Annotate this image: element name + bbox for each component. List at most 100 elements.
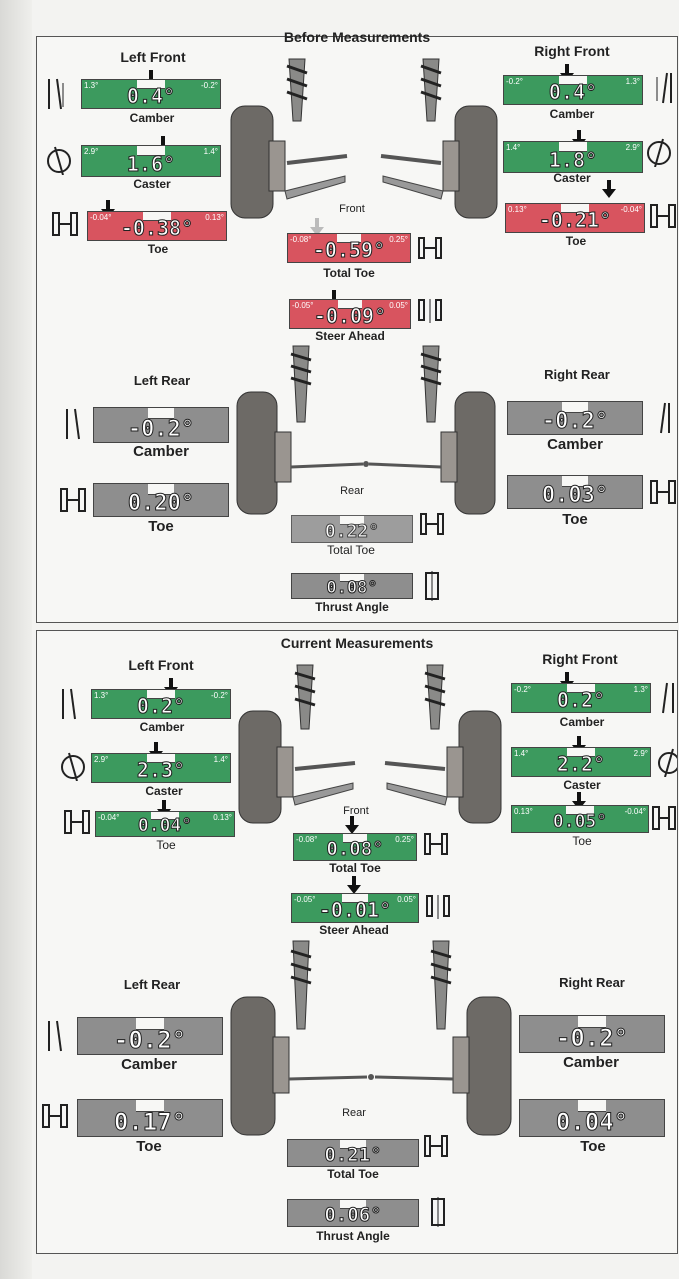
page-shadow — [0, 0, 32, 1279]
gauge-label: Toe — [148, 518, 174, 535]
left-rear-heading: Left Rear — [123, 977, 181, 992]
total-toe-icon — [423, 831, 449, 864]
camber-gauge: -0.2° — [93, 407, 229, 443]
gauge-label: Camber — [129, 111, 175, 125]
gauge-label: Camber — [139, 720, 185, 734]
toe-gauge: 0.13°-0.04°-0.21° — [505, 203, 645, 233]
gauge-value: 0.04° — [555, 1108, 629, 1137]
camber-gauge: -0.2°1.3°0.4° — [503, 75, 643, 105]
toe-icon — [649, 477, 677, 514]
thrust-angle-icon — [429, 1197, 447, 1232]
gauge-value: 0.4° — [126, 84, 176, 109]
camber-gauge: 1.3°-0.2°0.2° — [91, 689, 231, 719]
toe-gauge: -0.04°0.13°0.04° — [95, 811, 235, 837]
front-label: Front — [339, 203, 365, 215]
gauge-value: 0.2° — [556, 688, 606, 713]
gauge-value: -0.09° — [313, 304, 387, 329]
camber-icon — [45, 77, 67, 116]
gauge-value: 0.06° — [324, 1204, 382, 1227]
steer-ahead-gauge: -0.05°0.05°-0.01° — [291, 893, 419, 923]
gauge-value: -0.59° — [312, 238, 386, 263]
camber-icon — [45, 1019, 67, 1058]
front-label: Front — [343, 805, 369, 817]
gauge-value: -0.01° — [318, 898, 392, 923]
toe-icon — [59, 485, 87, 522]
gauge-value: 0.4° — [548, 80, 598, 105]
gauge-label: Thrust Angle — [316, 1229, 390, 1243]
gauge-value: 2.2° — [556, 752, 606, 777]
gauge-label: Camber — [121, 1056, 177, 1073]
gauge-label: Total Toe — [329, 861, 381, 875]
toe-icon — [651, 803, 677, 840]
caster-icon — [45, 145, 75, 180]
rear-label: Rear — [342, 1107, 366, 1119]
gauge-value: 0.17° — [113, 1108, 187, 1137]
pointer-arrow — [347, 876, 361, 894]
toe-gauge: -0.04°0.13°-0.38° — [87, 211, 227, 241]
rear-total-toe-gauge: 0.22° — [291, 515, 413, 543]
toe-icon — [41, 1101, 69, 1138]
gauge-label: Camber — [563, 1054, 619, 1071]
gauge-value: -0.2° — [555, 1024, 629, 1053]
caster-icon — [645, 137, 675, 172]
caster-gauge: 2.9°1.4°1.6° — [81, 145, 221, 177]
caster-gauge: 2.9°1.4°2.3° — [91, 753, 231, 783]
total-toe-gauge: -0.08°0.25°-0.59° — [287, 233, 411, 263]
gauge-value: -0.21° — [538, 208, 612, 233]
gauge-label: Toe — [565, 234, 587, 248]
gauge-value: 1.6° — [126, 152, 176, 177]
gauge-label: Total Toe — [327, 1167, 379, 1181]
toe-gauge: 0.13°-0.04°0.05° — [511, 805, 649, 833]
caster-icon — [655, 747, 679, 782]
gauge-value: -0.2° — [127, 417, 195, 443]
toe-gauge: 0.20° — [93, 483, 229, 517]
toe-gauge: 0.04° — [519, 1099, 665, 1137]
camber-gauge: -0.2° — [77, 1017, 223, 1055]
suspension-diagram — [236, 345, 496, 515]
thrust-angle-gauge: 0.08° — [291, 573, 413, 599]
pointer-arrow — [310, 218, 324, 236]
toe-icon — [649, 201, 677, 238]
right-rear-heading: Right Rear — [544, 367, 610, 382]
gauge-value: -0.2° — [113, 1026, 187, 1055]
gauge-value: 0.05° — [552, 811, 608, 833]
gauge-label: Total Toe — [323, 266, 375, 280]
current-measurements-panel: Current Measurements Left Front 1.3°-0.2… — [36, 630, 679, 1254]
section-title: Before Measurements — [283, 29, 431, 45]
gauge-value: 0.04° — [137, 815, 193, 837]
gauge-value: 0.21° — [324, 1144, 382, 1167]
suspension-diagram — [238, 664, 502, 824]
right-rear-heading: Right Rear — [559, 975, 625, 990]
gauge-label: Caster — [553, 171, 591, 185]
gauge-label: Steer Ahead — [315, 329, 385, 343]
steer-ahead-gauge: -0.05°0.05°-0.09° — [289, 299, 411, 329]
camber-gauge: -0.2° — [519, 1015, 665, 1053]
gauge-label: Total Toe — [327, 543, 375, 557]
left-front-heading: Left Front — [120, 49, 186, 65]
gauge-value: 0.08° — [326, 578, 378, 599]
caster-icon — [59, 751, 89, 786]
left-front-heading: Left Front — [128, 657, 194, 673]
gauge-value: 2.3° — [136, 758, 186, 783]
gauge-label: Camber — [547, 436, 603, 453]
gauge-label: Thrust Angle — [315, 600, 389, 614]
caster-gauge: 1.4°2.9°2.2° — [511, 747, 651, 777]
gauge-label: Caster — [563, 778, 601, 792]
total-toe-icon — [419, 511, 445, 544]
suspension-diagram — [230, 940, 512, 1136]
steer-ahead-icon — [425, 893, 451, 926]
total-toe-icon — [423, 1133, 449, 1166]
gauge-value: 0.20° — [127, 491, 195, 517]
camber-icon — [59, 687, 81, 726]
toe-icon — [51, 209, 79, 246]
gauge-label: Toe — [147, 242, 169, 256]
gauge-value: 1.8° — [548, 148, 598, 173]
camber-icon — [653, 71, 675, 110]
gauge-label: Toe — [580, 1138, 606, 1155]
pointer-arrow — [345, 816, 359, 834]
gauge-value: 0.2° — [136, 694, 186, 719]
left-rear-heading: Left Rear — [133, 373, 191, 388]
total-toe-gauge: -0.08°0.25°0.08° — [293, 833, 417, 861]
toe-icon — [63, 807, 91, 844]
